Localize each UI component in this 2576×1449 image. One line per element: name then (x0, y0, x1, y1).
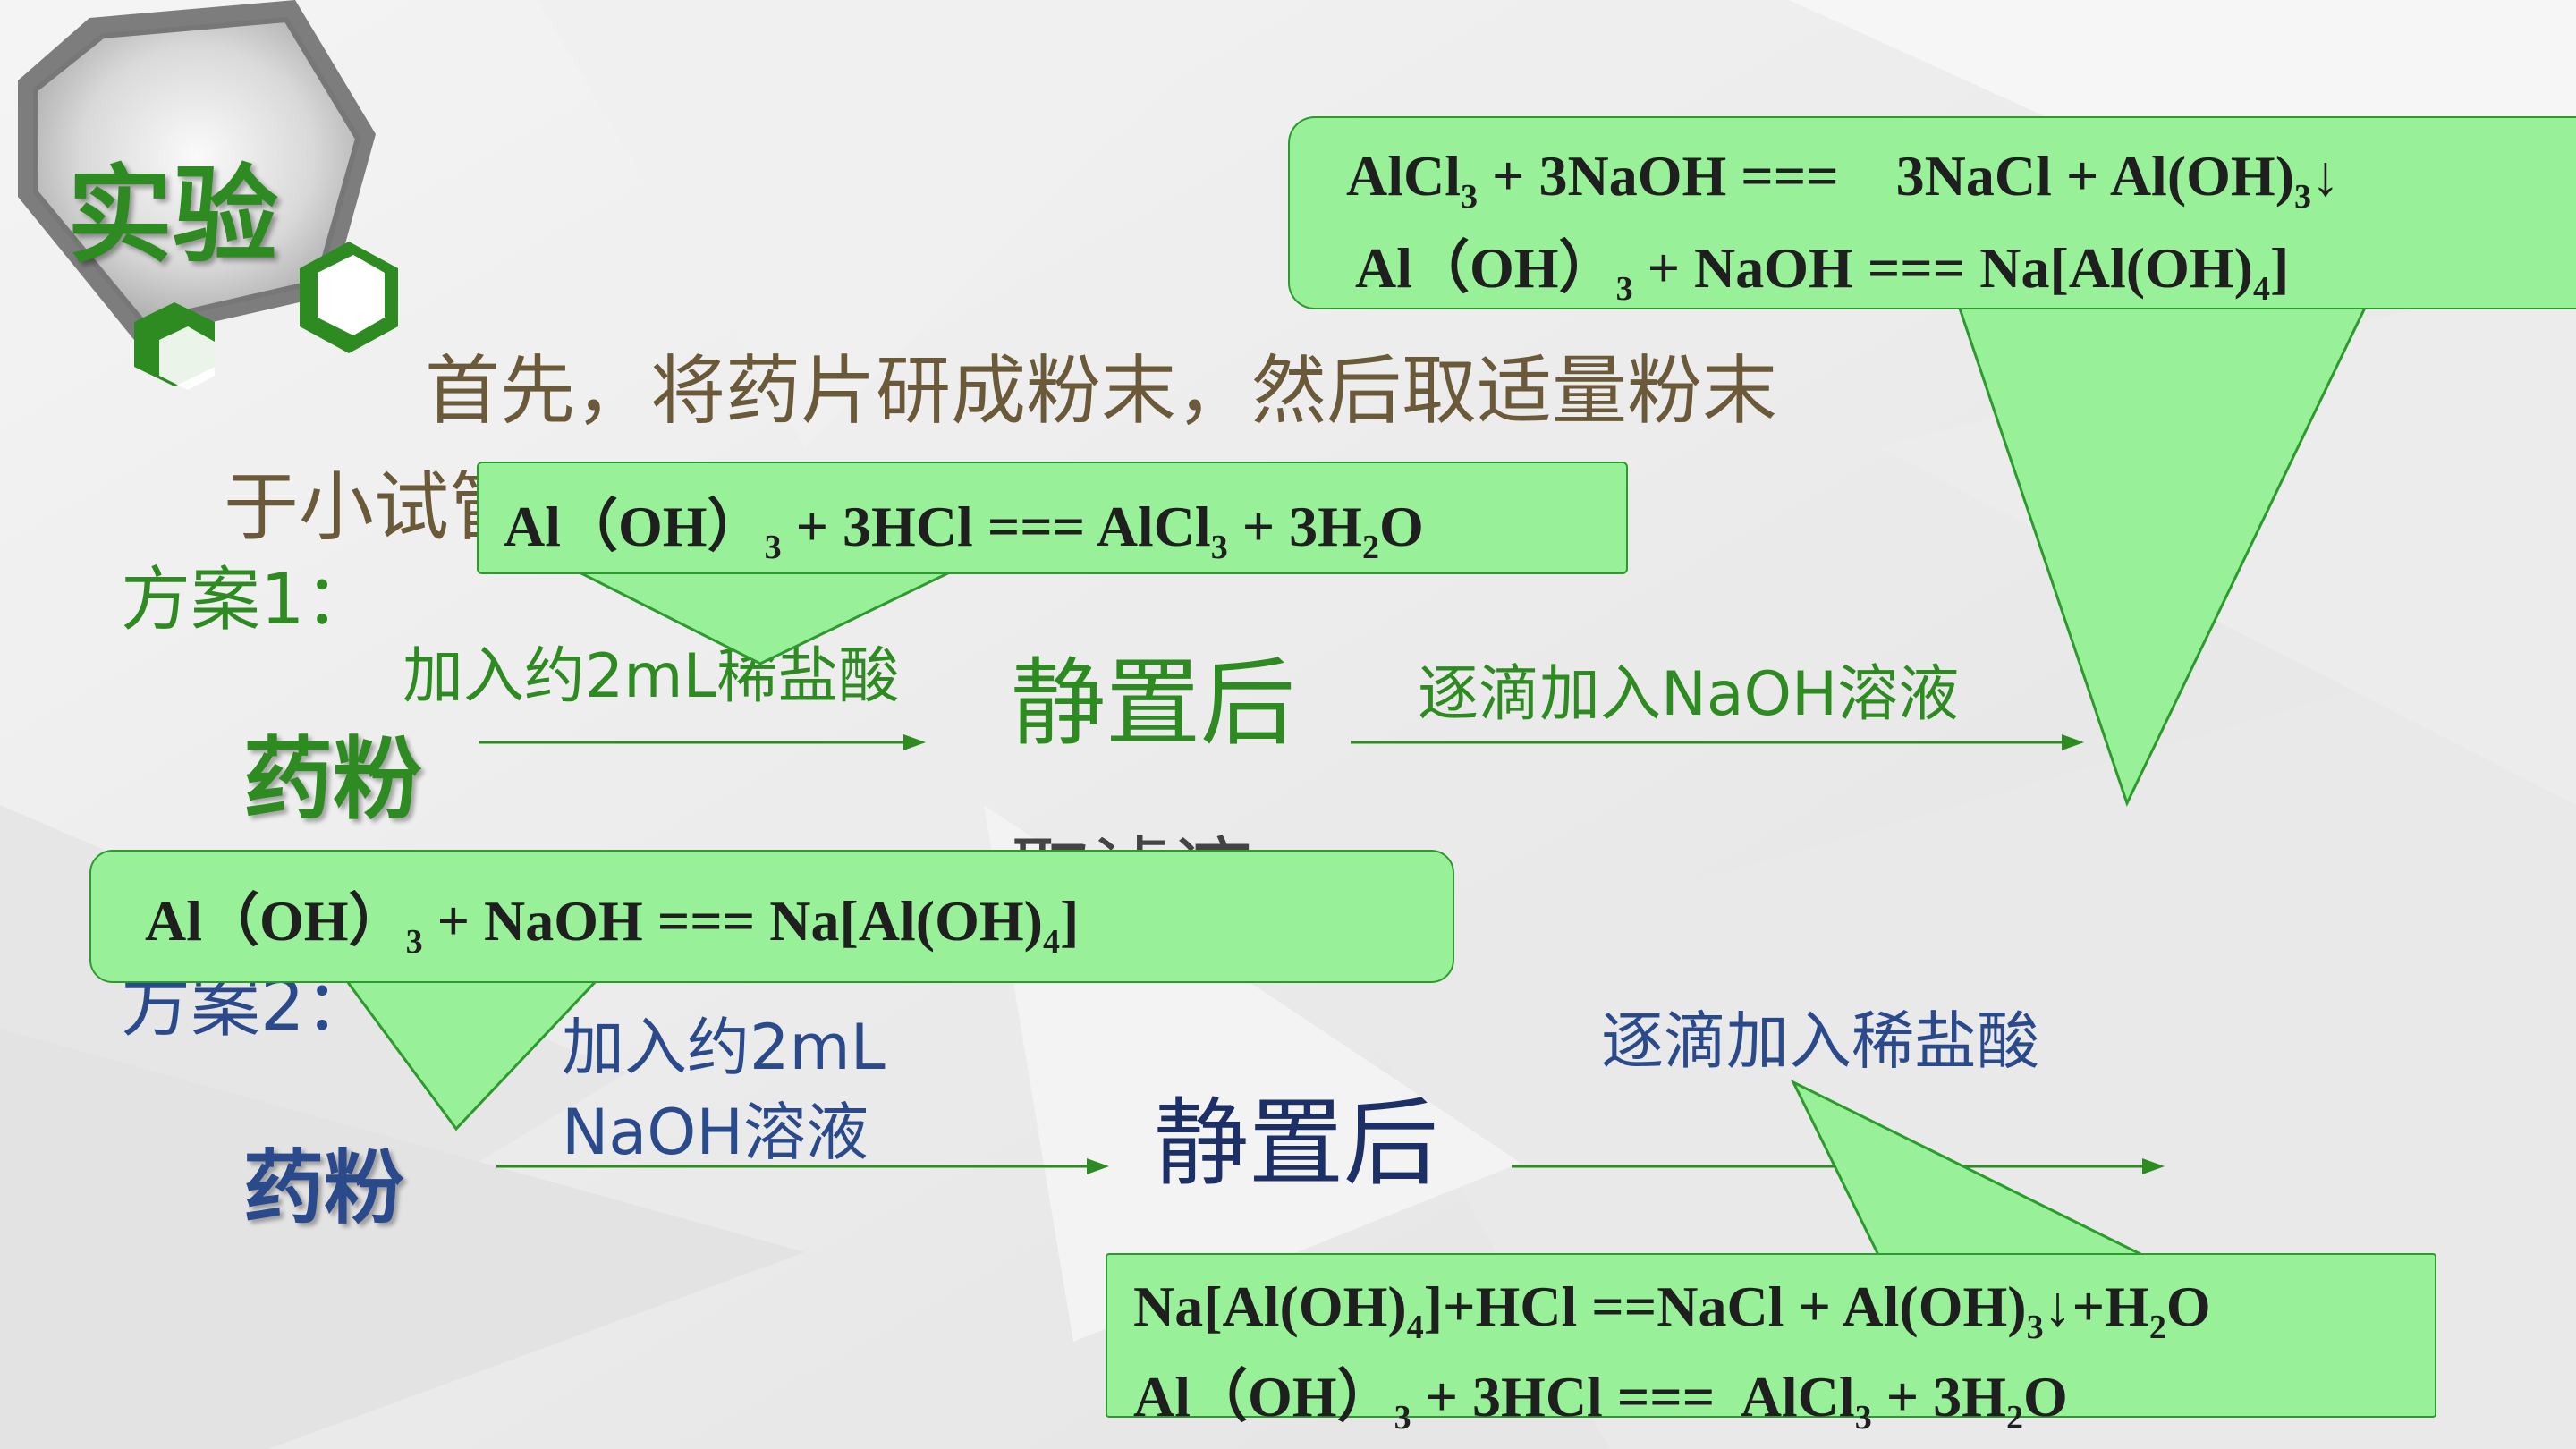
plan1-sample: 药粉 (243, 727, 422, 832)
plan1-arrow-2 (1351, 732, 2084, 757)
equation-aloh3-naoh-2: Al（OH）3 + NaOH === Na[Al(OH)4] (145, 889, 1080, 961)
equation-naaloh4-hcl: Na[Al(OH)4]+HCl ==NaCl + Al(OH)3↓+H2O (1133, 1275, 2211, 1346)
plan1-arrow-1 (479, 732, 926, 757)
equation-alcl3-naoh: AlCl3 + 3NaOH === 3NaCl + Al(OH)3↓ (1346, 144, 2340, 216)
plan2-arrow-2 (1512, 1156, 2165, 1181)
callout-middle (89, 850, 1454, 983)
hexagon-badge-icon (18, 0, 398, 390)
plan2-step1-line1: 加入约2mL (562, 1011, 886, 1084)
experiment-badge: 实验 (0, 0, 465, 411)
equation-aloh3-naoh-1: Al（OH）3 + NaOH === Na[Al(OH)4] (1355, 236, 2290, 308)
plan1-middle: 静置后 (1011, 648, 1295, 758)
intro-line-1: 首先，将药片研成粉末，然后取适量粉末 (425, 347, 1778, 435)
badge-label: 实验 (67, 154, 279, 277)
equation-aloh3-hcl-1: Al（OH）3 + 3HCl === AlCl3 + 3H2O (504, 495, 1424, 566)
callout-top-right (1288, 116, 2576, 309)
callout-upper (477, 462, 1628, 574)
plan2-arrow-1 (496, 1156, 1109, 1181)
plan1-label: 方案1： (121, 560, 375, 640)
plan2-middle: 静置后 (1154, 1089, 1438, 1199)
equation-aloh3-hcl-2: Al（OH）3 + 3HCl === AlCl3 + 3H2O (1133, 1365, 2068, 1436)
plan2-step1-line2: NaOH溶液 (562, 1096, 869, 1169)
plan2-sample: 药粉 (243, 1141, 404, 1235)
plan1-step2: 逐滴加入NaOH溶液 (1418, 659, 1960, 730)
callout-bottom (1106, 1253, 2436, 1418)
plan2-step2: 逐滴加入稀盐酸 (1601, 1004, 2039, 1078)
plan1-step1: 加入约2mL稀盐酸 (402, 641, 900, 712)
